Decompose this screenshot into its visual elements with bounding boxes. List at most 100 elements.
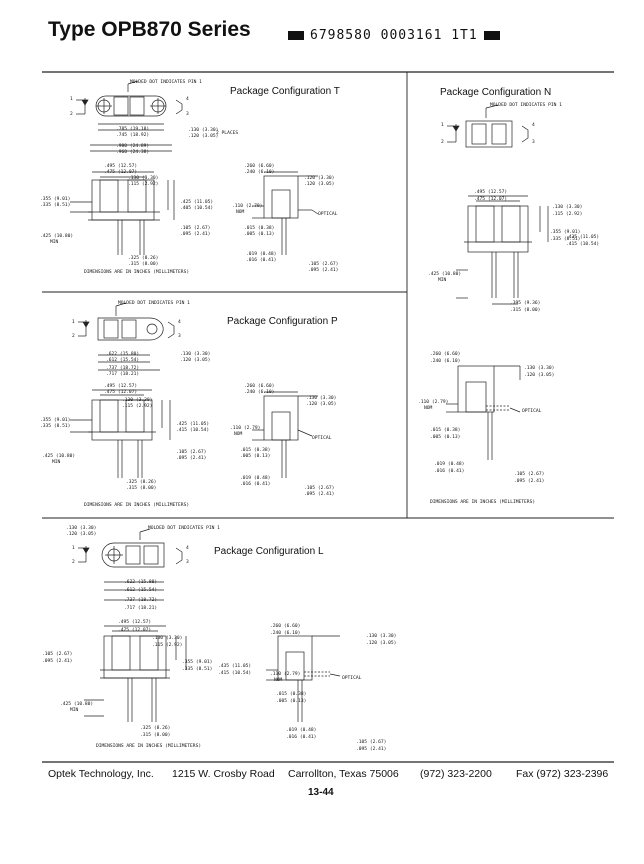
dims-note: DIMENSIONS ARE IN INCHES (MILLIMETERS) (84, 270, 190, 275)
code-text: 6798580 0003161 1T1 (310, 28, 478, 43)
dim-text: .980 (24.89) (116, 144, 150, 149)
dim-text: .130 (3.30) (128, 176, 159, 181)
dim-text: .395 (9.36) (510, 301, 541, 306)
dim-text: .475 (12.07) (104, 170, 138, 175)
page-number: 13-44 (308, 787, 334, 798)
dim-text: .130 (3.30) (188, 128, 219, 133)
dim-text: .120 (3.05) (306, 402, 337, 407)
config-n-top-view (447, 104, 529, 148)
dim-text: .355 (9.01) (40, 418, 71, 423)
dim-text: .425 (10.80) (40, 234, 74, 239)
dim-text: .105 (2.67) (42, 652, 73, 657)
dim-text: .425 (11.05) (176, 422, 210, 427)
dim-text: .105 (2.67) (514, 472, 545, 477)
min-note: MIN (70, 708, 79, 713)
dim-text: .260 (6.60) (244, 164, 275, 169)
config-p-pin2: 2 (72, 334, 75, 339)
config-l-dot-note: MOLDED DOT INDICATES PIN 1 (148, 526, 220, 531)
footer-fax: Fax (972) 323-2396 (516, 768, 609, 780)
dim-text: .435 (11.05) (218, 664, 252, 669)
dim-text: .110 (2.79) (230, 426, 261, 431)
dim-text: .016 (0.41) (246, 258, 277, 263)
optical-note: OPTICAL (342, 676, 362, 681)
dim-text: .475 (12.07) (104, 390, 138, 395)
dim-text: .415 (10.54) (176, 428, 210, 433)
dim-text: .335 (8.51) (40, 203, 71, 208)
config-n-pin4: 4 (532, 123, 535, 128)
dim-text: .315 (8.00) (140, 733, 171, 738)
dim-text: .110 (2.79) (232, 204, 263, 209)
dim-text: .015 (0.38) (276, 692, 307, 697)
config-p-end-view (252, 391, 318, 478)
dim-text: .425 (10.80) (428, 272, 462, 277)
dim-text: .095 (2.41) (514, 479, 545, 484)
dim-text: .110 (2.79) (270, 672, 301, 677)
optical-note: OPTICAL (312, 436, 332, 441)
dim-text: .120 (3.05) (66, 532, 97, 537)
config-l-pin4: 4 (186, 546, 189, 551)
config-p-pin3: 3 (178, 334, 181, 339)
config-p-side-view (70, 389, 171, 478)
dim-text: .120 (3.05) (304, 182, 335, 187)
dim-text: .475 (12.07) (118, 628, 152, 633)
dim-text: .105 (2.67) (356, 740, 387, 745)
optical-note: OPTICAL (522, 409, 542, 414)
dim-text: .130 (3.30) (66, 526, 97, 531)
dim-text: .240 (6.10) (244, 390, 275, 395)
min-note: MIN (438, 278, 447, 283)
dim-text: .095 (2.41) (180, 232, 211, 237)
dim-text: .260 (6.60) (270, 624, 301, 629)
dim-text: .105 (2.67) (304, 486, 335, 491)
dim-text: .405 (10.54) (180, 206, 214, 211)
dim-text: .335 (8.51) (182, 667, 213, 672)
min-note: MIN (52, 460, 61, 465)
dim-text: .785 (19.18) (116, 127, 150, 132)
config-p-title: Package Configuration P (227, 316, 338, 327)
dim-text: .115 (2.92) (552, 212, 583, 217)
dim-text: .105 (2.67) (308, 262, 339, 267)
config-l-end-view (266, 635, 341, 722)
dim-text: .130 (3.30) (552, 205, 583, 210)
footer-company: Optek Technology, Inc. (48, 768, 154, 780)
dim-text: .016 (0.41) (286, 735, 317, 740)
dim-text: .495 (12.57) (118, 620, 152, 625)
config-n-pin2: 2 (441, 140, 444, 145)
dim-text: .355 (9.01) (550, 230, 581, 235)
dim-text: .425 (11.05) (180, 200, 214, 205)
dim-text: .325 (8.26) (128, 256, 159, 261)
config-t-dot-note: MOLDED DOT INDICATES PIN 1 (130, 80, 202, 85)
dim-text: .095 (2.41) (356, 747, 387, 752)
config-t-title: Package Configuration T (230, 86, 340, 97)
dim-text: .240 (6.10) (430, 359, 461, 364)
dim-text: .425 (10.80) (42, 454, 76, 459)
dim-text: .240 (6.10) (244, 170, 275, 175)
dim-text: .737 (18.72) (106, 366, 140, 371)
config-p-pin1: 1 (72, 320, 75, 325)
config-p-top-view (78, 302, 175, 371)
config-n-side-view (456, 195, 549, 305)
min-note: MIN (50, 240, 59, 245)
dims-note: DIMENSIONS ARE IN INCHES (MILLIMETERS) (430, 500, 536, 505)
dim-text: .960 (24.38) (116, 150, 150, 155)
dim-text: .015 (0.38) (430, 428, 461, 433)
dim-text: .415 (10.54) (566, 242, 600, 247)
dim-text: .095 (2.41) (304, 492, 335, 497)
dim-text: .095 (2.41) (308, 268, 339, 273)
dim-text: .019 (0.48) (286, 728, 317, 733)
dim-text: .115 (2.92) (152, 643, 183, 648)
dim-text: .425 (10.80) (60, 702, 94, 707)
code-block-left (288, 31, 304, 40)
config-l-title: Package Configuration L (214, 546, 324, 557)
config-t-top-view (76, 80, 183, 152)
nom-note: NOM (424, 406, 433, 411)
places-note: 2 PLACES (216, 131, 239, 136)
config-t-pin3: 3 (186, 112, 189, 117)
nom-note: NOM (234, 432, 243, 437)
config-l-pin2: 2 (72, 560, 75, 565)
dim-text: .612 (15.54) (124, 588, 158, 593)
config-p-dot-note: MOLDED DOT INDICATES PIN 1 (118, 301, 190, 306)
nom-note: NOM (236, 210, 245, 215)
dim-text: .120 (3.05) (366, 641, 397, 646)
dim-text: .120 (3.05) (188, 134, 219, 139)
dim-text: .315 (8.00) (126, 486, 157, 491)
